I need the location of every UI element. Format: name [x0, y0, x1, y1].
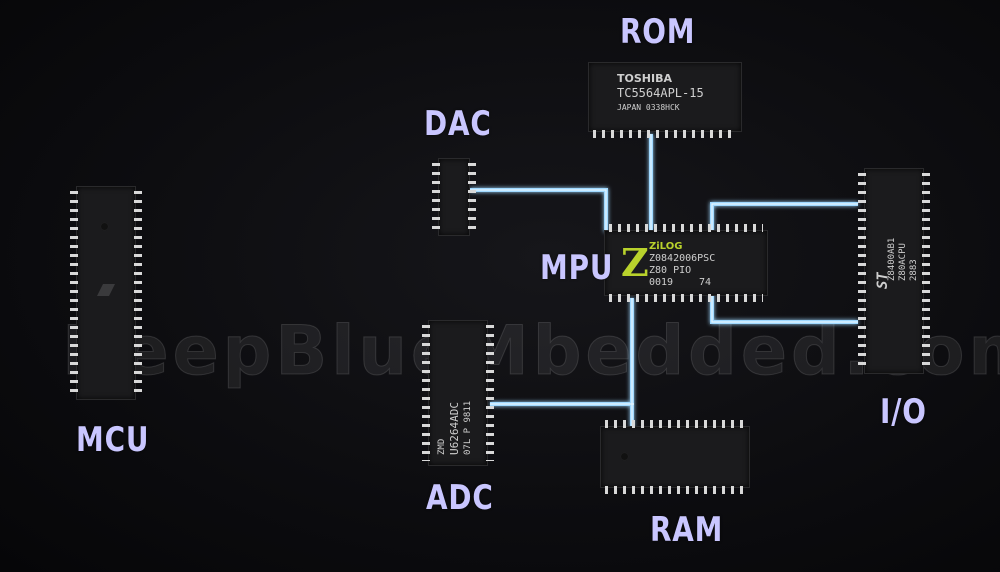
ram-chip — [600, 420, 750, 494]
rom-chip: TOSHIBA TC5564APL-15 JAPAN 0338HCK — [588, 62, 742, 138]
mpu-chip-model: Z80 PIO — [649, 265, 692, 276]
mpu-chip-extra: 74 — [699, 277, 712, 288]
adc-chip: ZMD U6264ADC 07L P 9811 — [422, 320, 494, 466]
mpu-chip-date: 0019 — [649, 277, 674, 288]
zilog-logo-icon: Z — [621, 240, 649, 285]
mpu-chip-part: Z0842006PSC — [649, 253, 716, 264]
mpu-chip: Z ZiLOG Z0842006PSC Z80 PIO 0019 74 — [604, 224, 768, 302]
mcu-chip — [70, 186, 142, 400]
io-chip: ST Z8400AB1 Z80ACPU 2883 — [858, 168, 930, 374]
adc-chip-part: U6264ADC — [448, 402, 461, 455]
rom-chip-brand: TOSHIBA — [617, 72, 672, 85]
dac-label: DAC — [424, 104, 492, 144]
io-chip-line3: 2883 — [909, 259, 919, 281]
io-chip-line1: Z8400AB1 — [887, 237, 897, 281]
io-chip-line2: Z80ACPU — [898, 243, 908, 281]
ram-label: RAM — [650, 510, 724, 550]
rom-chip-part: TC5564APL-15 — [617, 86, 704, 100]
adc-chip-brand: ZMD — [437, 438, 447, 455]
mpu-chip-brand: ZiLOG — [649, 241, 683, 252]
rom-label: ROM — [620, 12, 696, 52]
mpu-label: MPU — [540, 248, 614, 288]
adc-label: ADC — [426, 478, 494, 518]
watermark: DeepBlueMbedded.com — [61, 312, 1000, 392]
adc-chip-lot: 07L P 9811 — [463, 400, 473, 455]
wire-dac-mpu — [470, 188, 608, 232]
st-logo-icon — [97, 284, 115, 296]
dac-chip — [432, 158, 476, 236]
rom-chip-lot: JAPAN 0338HCK — [617, 103, 680, 112]
mcu-label: MCU — [76, 420, 150, 460]
io-label: I/O — [880, 392, 927, 432]
